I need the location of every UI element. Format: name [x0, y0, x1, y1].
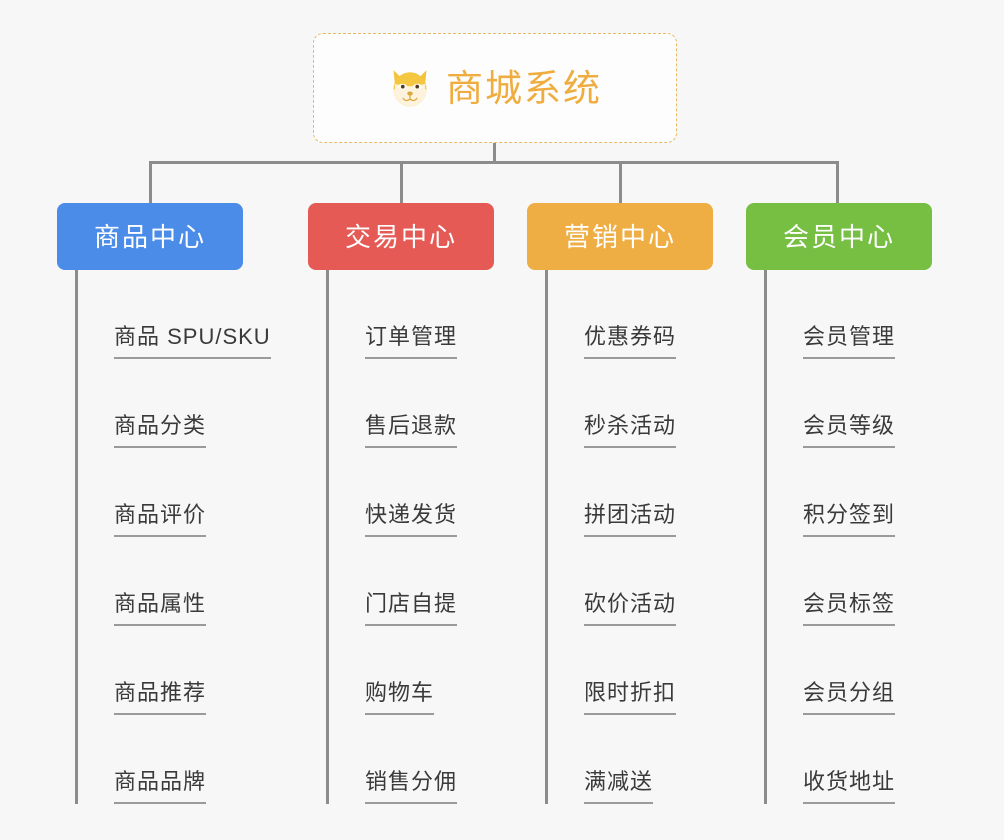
category-header-label: 商品中心	[93, 221, 206, 252]
list-item[interactable]: 积分签到	[767, 448, 932, 537]
list-item-label: 快递发货	[365, 504, 458, 537]
list-item[interactable]: 售后退款	[329, 359, 494, 448]
list-item-label: 收货地址	[803, 771, 896, 804]
list-item[interactable]: 门店自提	[329, 537, 494, 626]
root-node[interactable]: 商城系统	[313, 33, 677, 143]
category-column-product-center: 商品中心 商品 SPU/SKU 商品分类 商品评价 商品属性 商品推荐 商品品牌	[57, 203, 271, 804]
list-item-label: 商品属性	[114, 593, 207, 626]
list-item-label: 会员标签	[803, 593, 896, 626]
list-item[interactable]: 限时折扣	[548, 626, 713, 715]
root-title: 商城系统	[446, 67, 602, 109]
list-item[interactable]: 砍价活动	[548, 537, 713, 626]
list-item[interactable]: 优惠券码	[548, 270, 713, 359]
list-item-label: 订单管理	[365, 326, 458, 359]
connector-drop-1	[149, 161, 152, 203]
list-item-label: 购物车	[365, 682, 435, 715]
item-list-trade-center: 订单管理 售后退款 快递发货 门店自提 购物车 销售分佣	[326, 270, 494, 804]
category-header-member-center[interactable]: 会员中心	[746, 203, 932, 270]
list-item[interactable]: 商品品牌	[78, 715, 243, 804]
list-item[interactable]: 收货地址	[767, 715, 932, 804]
list-item[interactable]: 快递发货	[329, 448, 494, 537]
list-item-label: 售后退款	[365, 415, 458, 448]
list-item-label: 商品 SPU/SKU	[114, 326, 271, 359]
list-item-label: 商品分类	[114, 415, 207, 448]
list-item[interactable]: 会员管理	[767, 270, 932, 359]
list-item-label: 拼团活动	[584, 504, 677, 537]
list-item[interactable]: 商品评价	[78, 448, 243, 537]
list-item[interactable]: 商品 SPU/SKU	[78, 270, 271, 359]
dog-face-icon	[393, 70, 427, 107]
list-item-label: 销售分佣	[365, 771, 458, 804]
item-list-product-center: 商品 SPU/SKU 商品分类 商品评价 商品属性 商品推荐 商品品牌	[75, 270, 271, 804]
list-item-label: 限时折扣	[584, 682, 677, 715]
item-list-member-center: 会员管理 会员等级 积分签到 会员标签 会员分组 收货地址	[764, 270, 932, 804]
category-header-label: 营销中心	[563, 221, 676, 252]
item-list-marketing-center: 优惠券码 秒杀活动 拼团活动 砍价活动 限时折扣 满减送	[545, 270, 713, 804]
list-item[interactable]: 商品属性	[78, 537, 243, 626]
list-item-label: 积分签到	[803, 504, 896, 537]
list-item[interactable]: 满减送	[548, 715, 713, 804]
list-item[interactable]: 会员标签	[767, 537, 932, 626]
category-header-label: 交易中心	[344, 221, 457, 252]
connector-drop-3	[619, 161, 622, 203]
list-item[interactable]: 订单管理	[329, 270, 494, 359]
list-item-label: 秒杀活动	[584, 415, 677, 448]
list-item[interactable]: 秒杀活动	[548, 359, 713, 448]
list-item-label: 会员等级	[803, 415, 896, 448]
list-item-label: 会员分组	[803, 682, 896, 715]
list-item[interactable]: 商品推荐	[78, 626, 243, 715]
list-item[interactable]: 会员分组	[767, 626, 932, 715]
list-item-label: 满减送	[584, 771, 654, 804]
list-item[interactable]: 拼团活动	[548, 448, 713, 537]
list-item-label: 商品品牌	[114, 771, 207, 804]
list-item[interactable]: 销售分佣	[329, 715, 494, 804]
list-item-label: 砍价活动	[584, 593, 677, 626]
list-item[interactable]: 商品分类	[78, 359, 243, 448]
category-header-product-center[interactable]: 商品中心	[57, 203, 243, 270]
list-item-label: 商品评价	[114, 504, 207, 537]
category-column-trade-center: 交易中心 订单管理 售后退款 快递发货 门店自提 购物车 销售分佣	[308, 203, 494, 804]
connector-drop-4	[836, 161, 839, 203]
list-item-label: 门店自提	[365, 593, 458, 626]
list-item-label: 会员管理	[803, 326, 896, 359]
connector-drop-2	[400, 161, 403, 203]
connector-bus	[149, 161, 839, 164]
list-item[interactable]: 购物车	[329, 626, 494, 715]
category-header-label: 会员中心	[782, 221, 895, 252]
category-header-marketing-center[interactable]: 营销中心	[527, 203, 713, 270]
list-item-label: 优惠券码	[584, 326, 677, 359]
category-column-member-center: 会员中心 会员管理 会员等级 积分签到 会员标签 会员分组 收货地址	[746, 203, 932, 804]
category-column-marketing-center: 营销中心 优惠券码 秒杀活动 拼团活动 砍价活动 限时折扣 满减送	[527, 203, 713, 804]
list-item-label: 商品推荐	[114, 682, 207, 715]
category-header-trade-center[interactable]: 交易中心	[308, 203, 494, 270]
list-item[interactable]: 会员等级	[767, 359, 932, 448]
connector-root-stem	[493, 143, 496, 164]
